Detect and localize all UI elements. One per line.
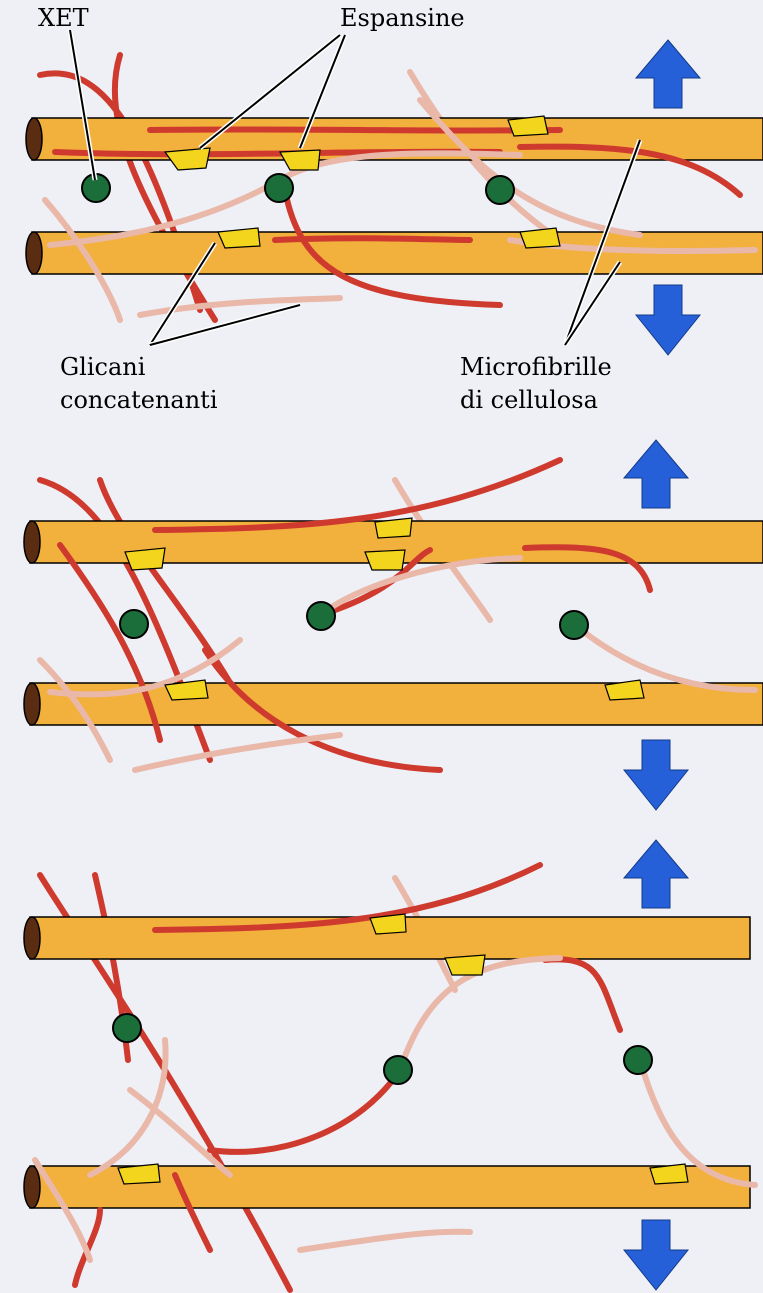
panel-3	[24, 840, 755, 1290]
label-microfibrils-line2: di cellulosa	[460, 386, 598, 414]
xet-enzyme	[113, 1014, 141, 1042]
expansin	[650, 1164, 688, 1184]
blue-up-arrow-icon	[624, 440, 688, 508]
glycan-pink	[575, 625, 755, 690]
microfibril-end	[24, 917, 40, 959]
expansin	[365, 550, 405, 570]
label-expansins: Espansine	[340, 4, 465, 32]
xet-enzyme	[486, 176, 514, 204]
label-glycans-line2: concatenanti	[60, 386, 218, 414]
expansin	[218, 228, 260, 248]
xet-enzyme	[624, 1046, 652, 1074]
panel-1: XET Espansine Glicani concatenanti Micro…	[26, 4, 763, 414]
blue-down-arrow-icon	[624, 740, 688, 810]
expansin	[370, 914, 406, 934]
microfibril-end	[24, 683, 40, 725]
expansin	[125, 548, 165, 570]
glycan-pink	[130, 1090, 230, 1175]
xet-enzyme	[307, 602, 335, 630]
glycan-red	[210, 1070, 400, 1152]
expansin	[445, 955, 485, 975]
xet-enzyme	[120, 610, 148, 638]
blue-up-arrow-icon	[624, 840, 688, 908]
glycan-pink	[300, 1232, 470, 1250]
microfibril-end	[26, 232, 42, 274]
label-microfibrils-line1: Microfibrille	[460, 353, 612, 381]
microfibril-end	[24, 521, 40, 563]
glycan-red	[155, 460, 560, 530]
blue-down-arrow-icon	[636, 285, 700, 355]
blue-up-arrow-icon	[636, 40, 700, 108]
xet-enzyme	[265, 174, 293, 202]
blue-down-arrow-icon	[624, 1220, 688, 1290]
expansin	[118, 1164, 160, 1184]
label-glycans-line1: Glicani	[60, 353, 146, 381]
glycan-red	[150, 129, 560, 130]
microfibril-end	[24, 1166, 40, 1208]
glycan-red	[545, 959, 620, 1030]
label-xet: XET	[38, 4, 89, 32]
xet-enzyme	[384, 1056, 412, 1084]
expansin	[520, 228, 560, 248]
glycan-pink	[135, 735, 340, 770]
microfibril-end	[26, 118, 42, 160]
expansin	[508, 116, 548, 136]
expansin	[165, 148, 210, 170]
expansin	[375, 518, 412, 538]
xet-enzyme	[560, 611, 588, 639]
panel-2	[24, 440, 763, 810]
glycan-red	[115, 55, 215, 320]
expansin	[280, 150, 320, 170]
